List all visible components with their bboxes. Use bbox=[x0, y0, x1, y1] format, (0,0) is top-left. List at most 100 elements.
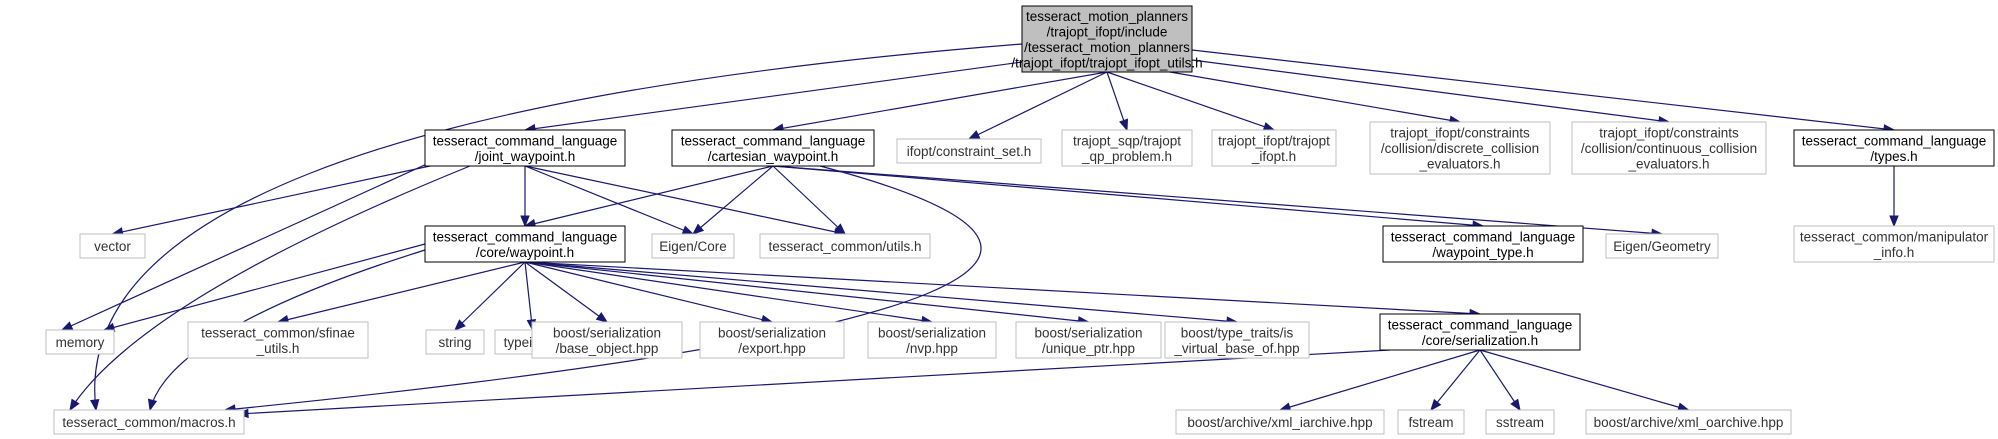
edge-core-waypoint-to-unique-ptr bbox=[524, 261, 1090, 326]
edge-core-waypoint-to-memory bbox=[102, 243, 426, 332]
node-common-utils[interactable]: tesseract_common/utils.h bbox=[759, 233, 931, 259]
node-label-line: vector bbox=[94, 239, 131, 254]
node-box bbox=[187, 321, 369, 359]
arrowhead bbox=[60, 321, 74, 331]
node-label-line: trajopt_ifopt/trajopt bbox=[1218, 133, 1330, 148]
node-box bbox=[1021, 5, 1193, 73]
edge-types-to-manipulator-info bbox=[1889, 166, 1899, 228]
node-box bbox=[1061, 129, 1193, 167]
node-xml-oarchive[interactable]: boost/archive/xml_oarchive.hpp bbox=[1585, 409, 1792, 435]
node-vector[interactable]: vector bbox=[79, 233, 146, 259]
node-trajopt-ifopt[interactable]: trajopt_ifopt/trajopt_ifopt.h bbox=[1211, 129, 1337, 167]
node-label-line: tesseract_motion_planners bbox=[1026, 9, 1188, 24]
node-label-line: boost/serialization bbox=[718, 325, 826, 340]
edge-cartesian-waypoint-to-core-waypoint bbox=[523, 165, 774, 229]
edge-core-serialization-to-fstream bbox=[1430, 349, 1481, 412]
node-label-line: boost/archive/xml_iarchive.hpp bbox=[1187, 415, 1372, 430]
node-export[interactable]: boost/serialization/export.hpp bbox=[699, 321, 845, 359]
node-label-line: /tesseract_motion_planners bbox=[1024, 40, 1190, 55]
node-label-line: /export.hpp bbox=[738, 341, 806, 356]
node-label-line: tesseract_common/sfinae bbox=[201, 325, 355, 340]
node-box bbox=[1605, 233, 1719, 259]
node-label-line: _evaluators.h bbox=[1627, 157, 1709, 172]
node-memory[interactable]: memory bbox=[45, 329, 115, 355]
node-root[interactable]: tesseract_motion_planners/trajopt_ifopt/… bbox=[1011, 5, 1203, 73]
node-is-virtual-base[interactable]: boost/type_traits/is_virtual_base_of.hpp bbox=[1164, 321, 1310, 359]
edge-core-waypoint-to-base-object bbox=[524, 261, 609, 323]
node-label-line: _evaluators.h bbox=[1418, 157, 1500, 172]
node-string[interactable]: string bbox=[425, 329, 485, 355]
node-box bbox=[671, 129, 875, 167]
node-label-line: memory bbox=[56, 335, 105, 350]
node-cartesian-waypoint[interactable]: tesseract_command_language/cartesian_way… bbox=[671, 129, 875, 167]
edge-root-to-discrete-collision bbox=[1169, 71, 1462, 125]
arrowhead bbox=[691, 223, 705, 235]
node-base-object[interactable]: boost/serialization/base_object.hpp bbox=[531, 321, 683, 359]
node-label-line: boost/archive/xml_oarchive.hpp bbox=[1594, 415, 1784, 430]
node-macros[interactable]: tesseract_common/macros.h bbox=[53, 409, 245, 435]
node-box bbox=[1164, 321, 1310, 359]
node-box bbox=[1793, 225, 1995, 263]
edge-cartesian-waypoint-to-waypoint-type bbox=[772, 165, 1485, 230]
edge-line bbox=[1479, 349, 1689, 411]
edge-line bbox=[61, 157, 441, 331]
node-eigen-core[interactable]: Eigen/Core bbox=[651, 233, 735, 259]
node-sstream[interactable]: sstream bbox=[1485, 409, 1555, 435]
edge-root-to-continuous-collision bbox=[1191, 59, 1671, 126]
edge-line bbox=[772, 165, 1663, 235]
node-label-line: /unique_ptr.hpp bbox=[1042, 341, 1135, 356]
node-fstream[interactable]: fstream bbox=[1397, 409, 1465, 435]
node-constraint-set[interactable]: ifopt/constraint_set.h bbox=[896, 138, 1042, 164]
edge-joint-waypoint-to-core-waypoint bbox=[520, 166, 530, 228]
node-discrete-collision[interactable]: trajopt_ifopt/constraints/collision/disc… bbox=[1369, 121, 1551, 175]
node-box bbox=[79, 233, 146, 259]
edge-line bbox=[772, 165, 1484, 227]
node-nvp[interactable]: boost/serialization/nvp.hpp bbox=[867, 321, 997, 359]
node-qp-problem[interactable]: trajopt_sqp/trajopt_qp_problem.h bbox=[1061, 129, 1193, 167]
nodes-layer: tesseract_motion_planners/trajopt_ifopt/… bbox=[45, 5, 1995, 435]
node-types[interactable]: tesseract_command_language/types.h bbox=[1793, 129, 1995, 167]
edge-core-waypoint-to-core-serialization bbox=[524, 261, 1482, 319]
node-box bbox=[1369, 121, 1551, 175]
node-box bbox=[1793, 129, 1995, 167]
arrowhead bbox=[834, 223, 846, 235]
node-label-line: /types.h bbox=[1870, 149, 1917, 164]
edge-line bbox=[454, 261, 526, 331]
node-joint-waypoint[interactable]: tesseract_command_language/joint_waypoin… bbox=[424, 129, 626, 167]
node-unique-ptr[interactable]: boost/serialization/unique_ptr.hpp bbox=[1015, 321, 1162, 359]
edge-core-waypoint-to-typeindex bbox=[524, 261, 537, 332]
node-label-line: tesseract_command_language bbox=[433, 229, 618, 244]
edge-joint-waypoint-to-eigen-core bbox=[524, 165, 695, 235]
node-xml-iarchive[interactable]: boost/archive/xml_iarchive.hpp bbox=[1175, 409, 1385, 435]
edge-cartesian-waypoint-to-macros bbox=[223, 165, 982, 414]
edge-line bbox=[524, 261, 1481, 315]
edge-line bbox=[1479, 349, 1521, 411]
node-core-serialization[interactable]: tesseract_command_language/core/serializ… bbox=[1379, 313, 1581, 351]
node-label-line: fstream bbox=[1408, 415, 1453, 430]
node-eigen-geometry[interactable]: Eigen/Geometry bbox=[1605, 233, 1719, 259]
edge-line bbox=[1279, 349, 1481, 411]
node-label-line: /core/serialization.h bbox=[1422, 333, 1538, 348]
node-waypoint-type[interactable]: tesseract_command_language/waypoint_type… bbox=[1382, 225, 1584, 263]
node-box bbox=[1015, 321, 1162, 359]
node-core-waypoint[interactable]: tesseract_command_language/core/waypoint… bbox=[424, 225, 626, 263]
edge-line bbox=[224, 165, 982, 411]
arrowhead bbox=[90, 398, 100, 412]
arrowhead bbox=[1889, 215, 1899, 228]
arrowhead bbox=[147, 398, 158, 412]
edge-line bbox=[772, 71, 1108, 131]
node-label-line: /core/waypoint.h bbox=[476, 245, 574, 260]
node-box bbox=[1382, 225, 1584, 263]
node-continuous-collision[interactable]: trajopt_ifopt/constraints/collision/cont… bbox=[1571, 121, 1767, 175]
arrowhead bbox=[1510, 398, 1521, 412]
edge-line bbox=[692, 165, 774, 235]
edge-core-serialization-to-xml-oarchive bbox=[1479, 349, 1690, 412]
edge-root-to-trajopt-ifopt bbox=[1106, 71, 1276, 132]
edge-line bbox=[524, 165, 846, 235]
node-box bbox=[1585, 409, 1792, 435]
node-label-line: tesseract_common/manipulator bbox=[1800, 229, 1989, 244]
node-label-line: tesseract_common/utils.h bbox=[768, 239, 921, 254]
node-sfinae-utils[interactable]: tesseract_common/sfinae_utils.h bbox=[187, 321, 369, 359]
node-label-line: tesseract_command_language bbox=[1391, 229, 1576, 244]
node-manipulator-info[interactable]: tesseract_common/manipulator_info.h bbox=[1793, 225, 1995, 263]
